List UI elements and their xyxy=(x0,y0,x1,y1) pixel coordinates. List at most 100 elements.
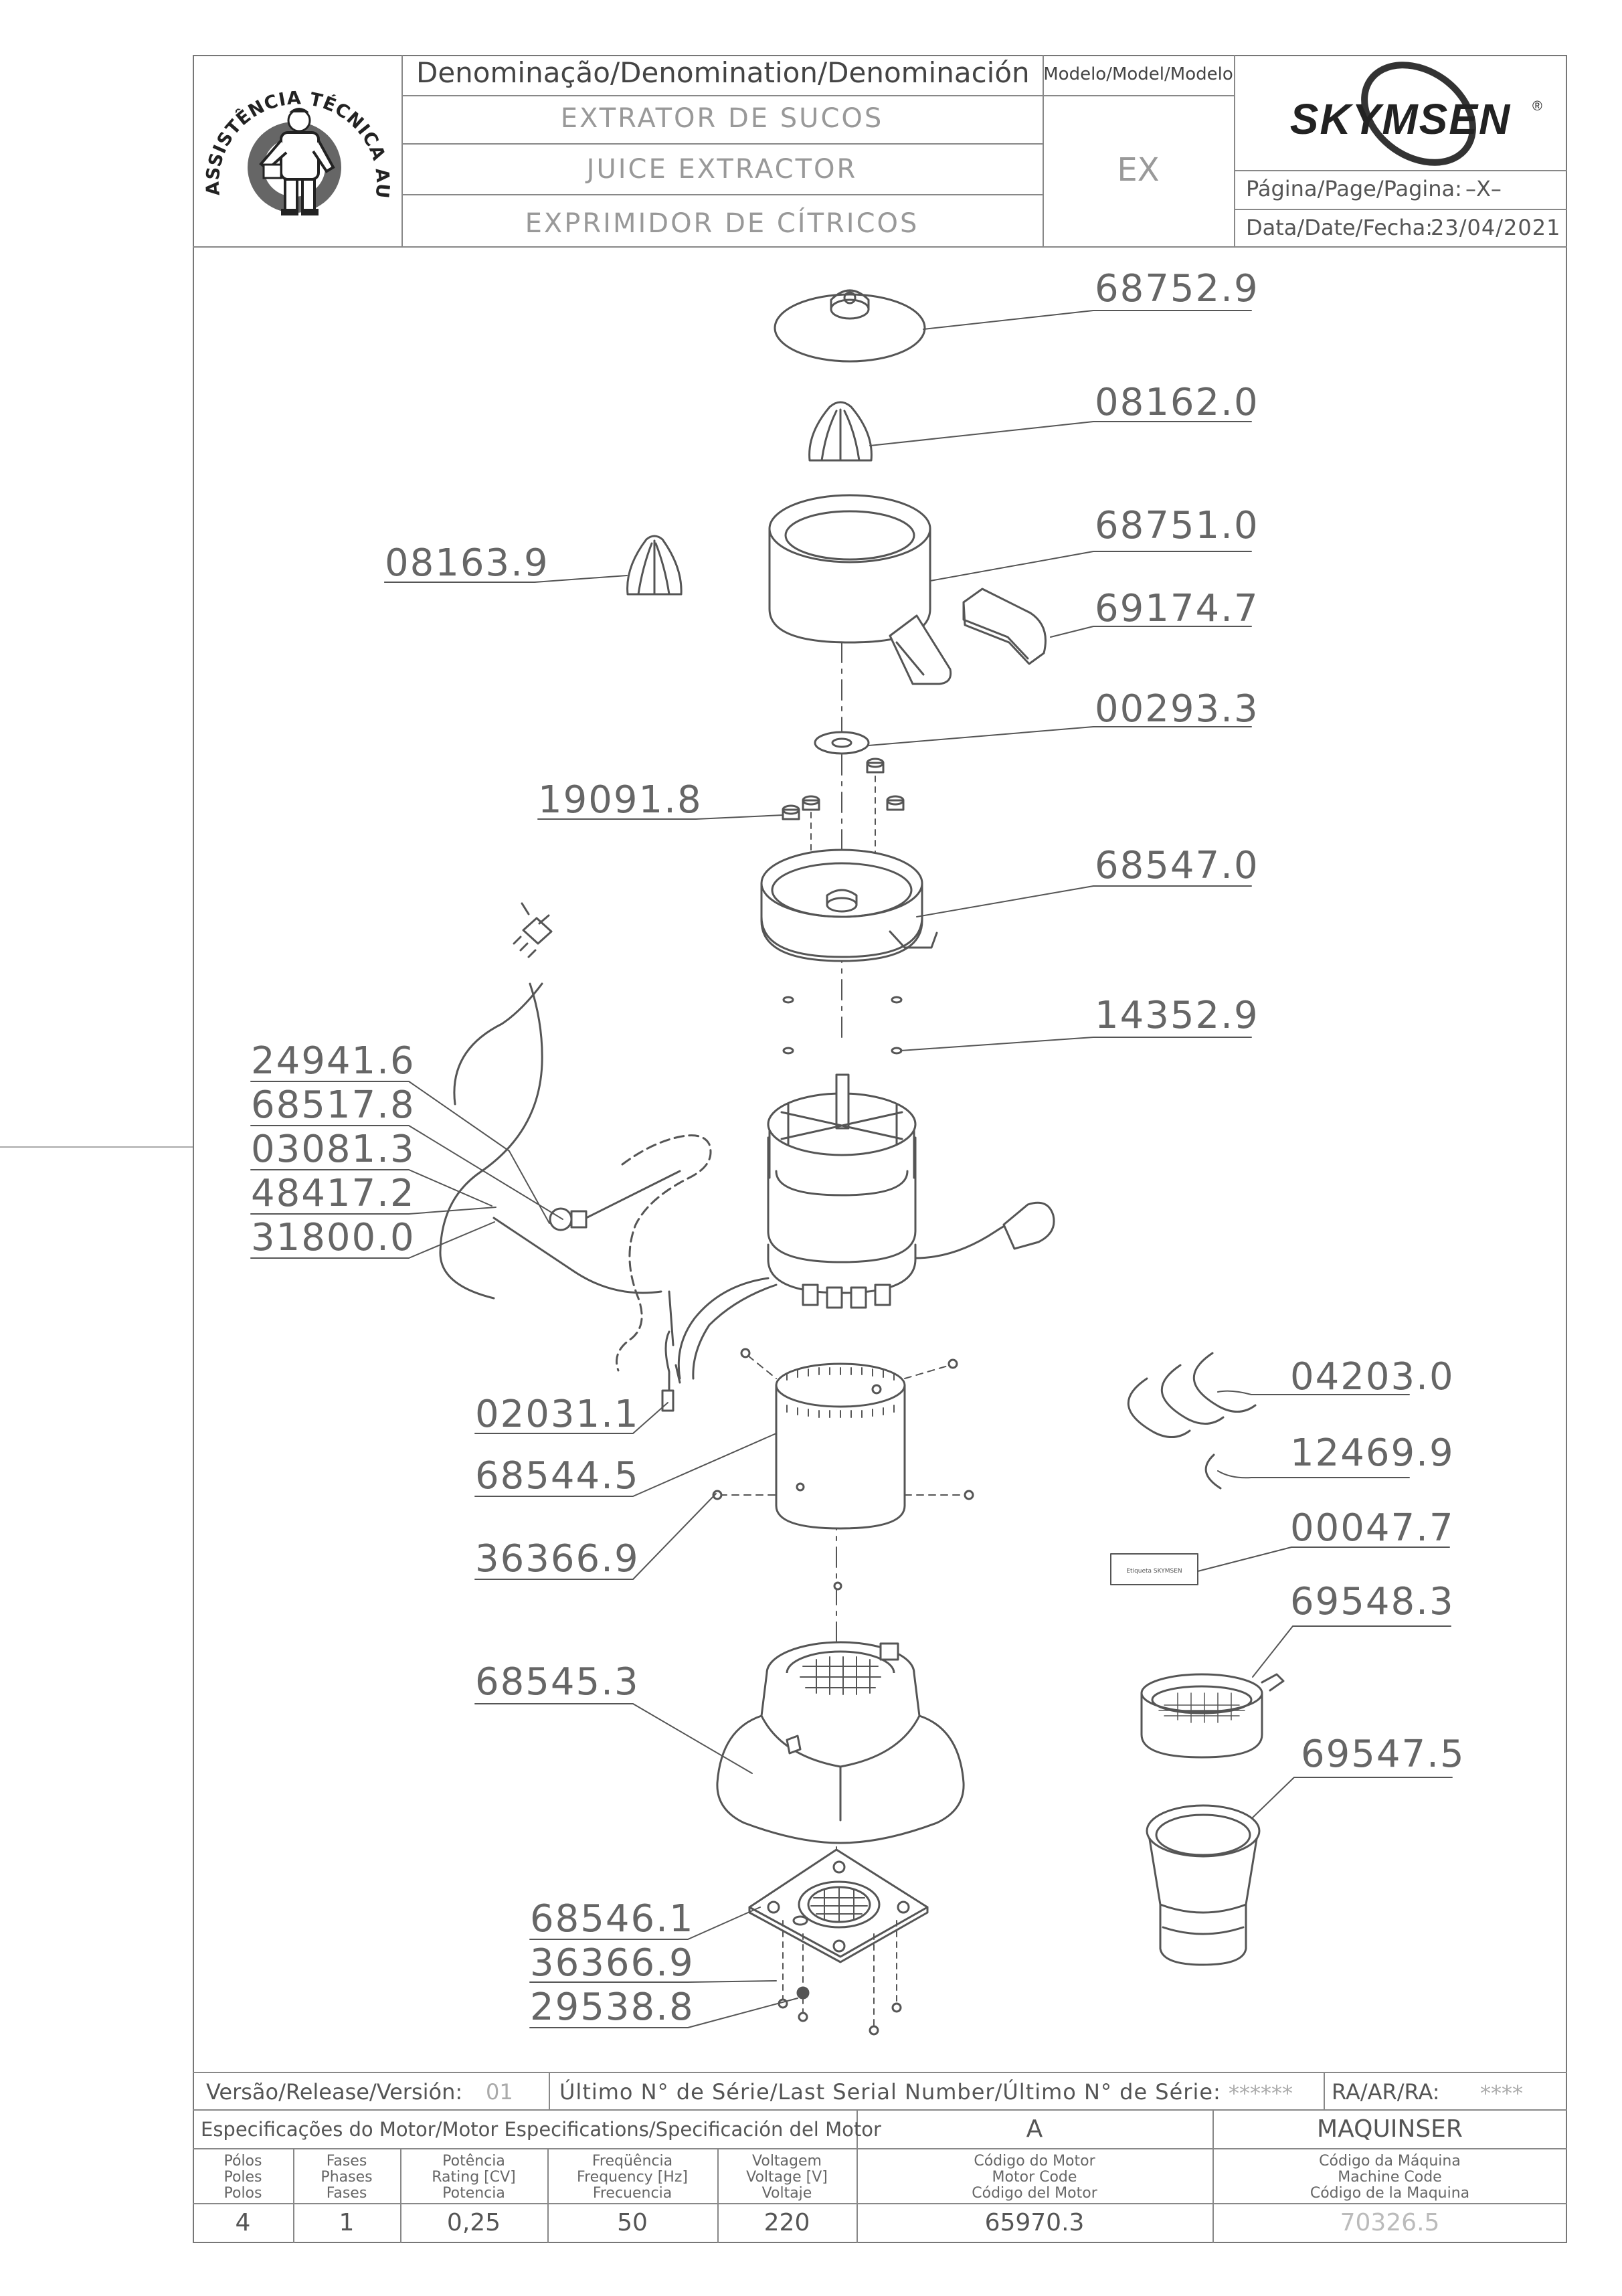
header-row-line xyxy=(401,95,1043,96)
part-callout: 03081.3 xyxy=(251,1128,416,1171)
header-divider xyxy=(1043,55,1044,246)
part-callout: 08163.9 xyxy=(385,541,549,585)
poles-value: 4 xyxy=(235,2209,251,2236)
denomination-label: Denominação/Denomination/Denominación xyxy=(416,56,1030,89)
footer-divider xyxy=(1212,2109,1214,2243)
part-callout: 69174.7 xyxy=(1095,587,1259,630)
footer-divider xyxy=(549,2072,550,2109)
part-callout: 68752.9 xyxy=(1095,267,1259,311)
juice-cup-part xyxy=(1146,1804,1261,1966)
part-callout: 68546.1 xyxy=(530,1897,695,1941)
product-name-en: JUICE EXTRACTOR xyxy=(586,154,858,185)
footer-divider xyxy=(1324,2072,1325,2109)
part-callout: 08162.0 xyxy=(1095,381,1259,424)
part-callout: 31800.0 xyxy=(251,1216,416,1259)
part-callout: 12469.9 xyxy=(1290,1431,1455,1475)
bottom-plate-part xyxy=(748,1848,929,1963)
part-callout: 68547.0 xyxy=(1095,844,1259,887)
motor-spec-label: Especificações do Motor/Motor Especifica… xyxy=(201,2118,881,2141)
footer-divider xyxy=(400,2148,401,2243)
callout-leader-lines xyxy=(250,310,1453,2028)
motor-assembly-part xyxy=(677,1073,1055,1380)
part-callout: 68545.3 xyxy=(475,1660,640,1704)
product-name-es: EXPRIMIDOR DE CÍTRICOS xyxy=(525,208,919,239)
part-callout: 36366.9 xyxy=(475,1537,640,1581)
switch-part xyxy=(549,1170,681,1231)
part-callout: 00293.3 xyxy=(1095,687,1259,731)
phases-value: 1 xyxy=(339,2209,355,2236)
header-row-line xyxy=(1234,209,1567,210)
footer-line xyxy=(193,2203,1567,2204)
serial-label: Último N° de Série/Last Serial Number/Úl… xyxy=(559,2079,1221,2105)
ra-value: **** xyxy=(1480,2081,1523,2106)
part-callout: 68544.5 xyxy=(475,1454,640,1498)
part-callout: 36366.9 xyxy=(530,1941,695,1985)
page-label: Página/Page/Pagina: xyxy=(1246,176,1462,201)
connector-part xyxy=(661,1364,681,1412)
spout-part xyxy=(962,588,1047,665)
lid-part xyxy=(774,289,926,363)
part-callout: 69547.5 xyxy=(1301,1733,1465,1776)
header-row-line xyxy=(401,143,1043,145)
margin-mark xyxy=(0,1146,193,1148)
product-name-pt: EXTRATOR DE SUCOS xyxy=(560,103,884,134)
sieve-part xyxy=(1140,1673,1285,1759)
footer-divider xyxy=(717,2148,719,2243)
part-callout: 48417.2 xyxy=(251,1172,416,1215)
header-row-line xyxy=(1234,170,1567,171)
machine-code-value: 70326.5 xyxy=(1340,2209,1440,2236)
footer-line xyxy=(193,2072,1567,2073)
version-label: Versão/Release/Versión: xyxy=(206,2079,463,2105)
part-callout: 68517.8 xyxy=(251,1083,416,1127)
motor-code-value: 65970.3 xyxy=(984,2209,1085,2236)
part-callout: 24941.6 xyxy=(251,1039,416,1083)
base-housing-part xyxy=(716,1641,965,1844)
date-value: 23/04/2021 xyxy=(1431,215,1561,240)
washer-part xyxy=(814,731,870,755)
manufacturer-name: MAQUINSER xyxy=(1317,2115,1463,2143)
version-value: 01 xyxy=(486,2079,513,2105)
power-cable-part xyxy=(439,902,712,1400)
footer-divider xyxy=(547,2148,549,2243)
power-value: 0,25 xyxy=(446,2209,501,2236)
voltage-value: 220 xyxy=(763,2209,810,2236)
part-callout: 69548.3 xyxy=(1290,1580,1455,1623)
part-callout: 29538.8 xyxy=(530,1985,695,2029)
motor-letter: A xyxy=(1026,2115,1043,2143)
footer-line xyxy=(193,2109,1567,2111)
header-row-line xyxy=(1043,95,1234,96)
clip-part xyxy=(1204,1453,1222,1490)
identification-tag-part: Etiqueta SKYMSEN xyxy=(1110,1553,1198,1585)
header-divider xyxy=(401,55,403,246)
screw-part xyxy=(712,1348,974,1591)
footer-divider xyxy=(293,2148,294,2243)
svg-text:Etiqueta SKYMSEN: Etiqueta SKYMSEN xyxy=(1126,1568,1182,1575)
part-callout: 14352.9 xyxy=(1095,994,1259,1037)
date-label: Data/Date/Fecha: xyxy=(1246,215,1433,240)
footer-divider xyxy=(857,2109,858,2243)
nut-part xyxy=(782,758,905,820)
header-row-line xyxy=(401,194,1043,195)
ra-label: RA/AR/RA: xyxy=(1332,2079,1440,2105)
spring-clips-part xyxy=(1128,1352,1257,1438)
part-callout: 00047.7 xyxy=(1290,1506,1455,1550)
model-value: EX xyxy=(1117,151,1160,189)
small-reamer-cone-part xyxy=(626,535,683,596)
footer-line xyxy=(193,2148,1567,2149)
page-value: –X– xyxy=(1465,176,1502,201)
foot-screw-part xyxy=(778,1986,902,2036)
header-divider xyxy=(1234,55,1235,246)
part-callout: 19091.8 xyxy=(538,778,703,822)
motor-cover-cylinder-part xyxy=(775,1362,906,1530)
header-bottom-line xyxy=(193,246,1567,248)
part-callout: 02031.1 xyxy=(475,1393,640,1436)
juice-bowl-part xyxy=(768,494,952,685)
drawing-frame xyxy=(193,55,1567,2243)
